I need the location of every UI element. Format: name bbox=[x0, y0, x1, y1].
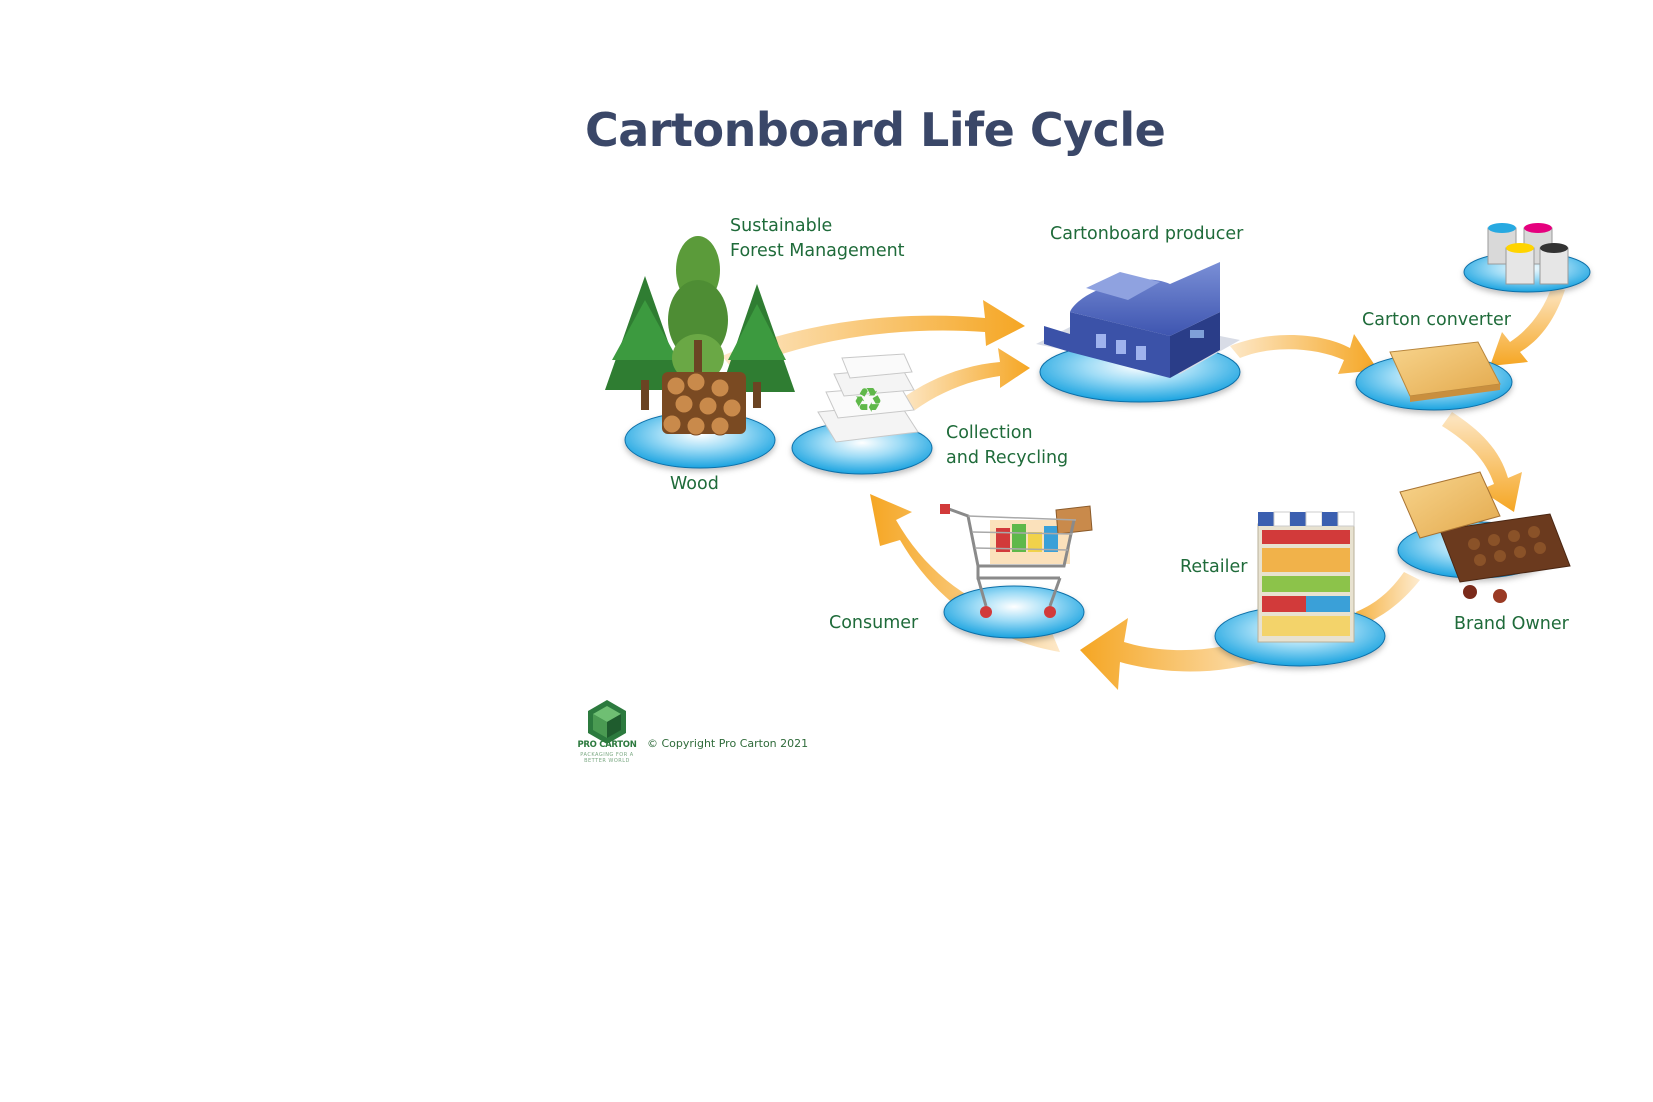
copyright-text: © Copyright Pro Carton 2021 bbox=[647, 737, 809, 750]
consumer-label: Consumer bbox=[829, 613, 919, 633]
recycle-icon: ♻ bbox=[853, 381, 883, 421]
flow-arrow-converter-to-brand-owner bbox=[1442, 412, 1522, 512]
forest-trees-icon bbox=[605, 236, 795, 410]
flat-carton-icon bbox=[1389, 341, 1501, 402]
recycling-label-line2: and Recycling bbox=[946, 448, 1069, 468]
flow-arrow-producer-to-converter bbox=[1230, 334, 1378, 374]
ink-cans-icon bbox=[1487, 223, 1569, 285]
retailer-label: Retailer bbox=[1180, 557, 1248, 577]
flow-arrow-wood-to-producer bbox=[722, 300, 1025, 372]
recycled-paper-stack-icon: ♻ bbox=[817, 353, 919, 443]
cartonboard-factory-icon bbox=[1036, 262, 1240, 378]
flow-arrow-retailer-to-consumer bbox=[1080, 618, 1290, 690]
wood-label: Wood bbox=[670, 474, 719, 494]
consumer-platform bbox=[943, 585, 1085, 639]
flow-arrow-recycling-to-producer bbox=[900, 348, 1030, 410]
collection-recycling-label: Collection and Recycling bbox=[946, 421, 1068, 471]
forest-label-line1: Sustainable bbox=[730, 216, 833, 236]
brand-owner-label: Brand Owner bbox=[1454, 614, 1569, 634]
retail-shelf-icon bbox=[1257, 511, 1355, 643]
flow-arrow-inks-to-converter bbox=[1490, 286, 1565, 366]
diagram-title: Cartonboard Life Cycle bbox=[585, 103, 1166, 157]
carton-converter-label: Carton converter bbox=[1362, 310, 1511, 330]
recycling-label-line1: Collection bbox=[946, 423, 1033, 443]
pro-carton-brand-name: PRO CARTON bbox=[577, 740, 637, 750]
flow-arrow-brand-owner-to-retailer bbox=[1356, 572, 1420, 626]
pro-carton-logo-icon bbox=[588, 700, 626, 744]
wood-logs-icon bbox=[662, 372, 746, 436]
shopping-cart-icon bbox=[940, 504, 1093, 618]
chocolate-box-icon bbox=[1399, 471, 1571, 603]
pro-carton-tagline: PACKAGING FOR A BETTER WORLD bbox=[580, 752, 634, 764]
forest-label-line2: Forest Management bbox=[730, 241, 905, 261]
cartonboard-producer-label: Cartonboard producer bbox=[1050, 224, 1244, 244]
forest-management-label: Sustainable Forest Management bbox=[730, 214, 905, 264]
